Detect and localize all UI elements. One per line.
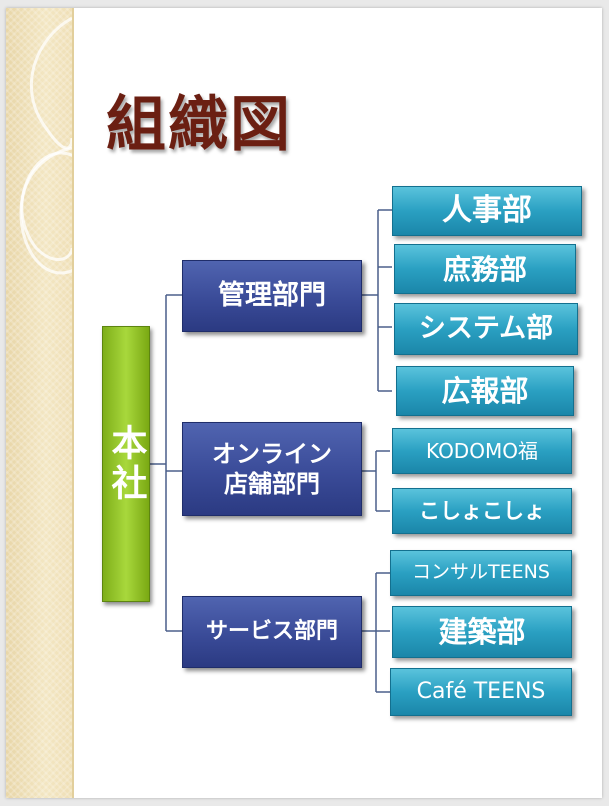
node-leaf-cafe-teens: Café TEENS	[390, 668, 572, 716]
node-leaf-system: システム部	[394, 303, 578, 355]
node-department-service: サービス部門	[182, 596, 362, 668]
node-leaf-koshokosho: こしょこしょ	[392, 488, 572, 534]
node-leaf-general-affairs: 庶務部	[394, 244, 576, 294]
swirl-decoration-icon	[19, 16, 72, 275]
node-leaf-hr: 人事部	[392, 186, 582, 236]
node-leaf-architecture: 建築部	[392, 606, 572, 658]
node-leaf-pr: 広報部	[396, 366, 574, 416]
node-leaf-kodomo: KODOMO福	[392, 428, 572, 474]
page-title: 組織図	[106, 90, 292, 160]
slide: 組織図 本社 管理	[6, 8, 602, 798]
decorative-side-band	[6, 8, 74, 798]
node-root: 本社	[102, 326, 150, 602]
node-department-online-store: オンライン 店舗部門	[182, 422, 362, 516]
node-leaf-consul-teens: コンサルTEENS	[390, 550, 572, 596]
node-department-admin: 管理部門	[182, 260, 362, 332]
org-connectors	[150, 209, 392, 693]
